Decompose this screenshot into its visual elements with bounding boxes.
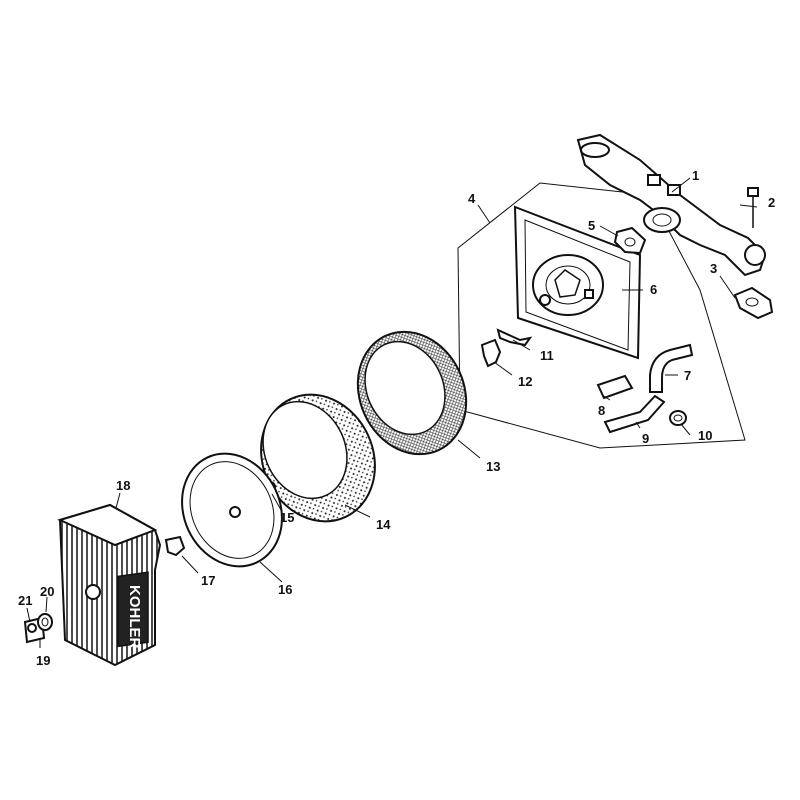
callout-7: 7 bbox=[684, 368, 691, 383]
brand-logo: KOHLER bbox=[126, 585, 143, 649]
bolt bbox=[747, 187, 759, 228]
tube-8 bbox=[596, 374, 634, 400]
callout-14: 14 bbox=[376, 517, 391, 532]
tube-9 bbox=[603, 394, 666, 434]
callout-16: 16 bbox=[278, 582, 292, 597]
callout-3: 3 bbox=[710, 261, 717, 276]
callout-6: 6 bbox=[650, 282, 657, 297]
callout-17: 17 bbox=[201, 573, 215, 588]
callout-15: 15 bbox=[280, 510, 294, 525]
cover-plate bbox=[181, 452, 283, 568]
elbow-hose bbox=[649, 343, 694, 393]
callout-8: 8 bbox=[598, 403, 605, 418]
callout-13: 13 bbox=[486, 459, 500, 474]
screw-21 bbox=[27, 623, 37, 633]
knob-17 bbox=[164, 535, 186, 557]
callout-9: 9 bbox=[642, 431, 649, 446]
housing-cover: KOHLER bbox=[57, 503, 162, 667]
callout-4: 4 bbox=[468, 191, 476, 206]
breather-gasket bbox=[613, 226, 647, 255]
clip-12 bbox=[480, 338, 502, 368]
callout-10: 10 bbox=[698, 428, 712, 443]
precleaner-ring bbox=[356, 330, 468, 456]
foam-element bbox=[260, 393, 376, 523]
callout-20: 20 bbox=[40, 584, 54, 599]
manifold-bracket bbox=[576, 133, 767, 277]
bracket-11 bbox=[496, 328, 533, 347]
callout-1: 1 bbox=[692, 168, 699, 183]
callout-18: 18 bbox=[116, 478, 130, 493]
callout-19: 19 bbox=[36, 653, 50, 668]
subassembly-outline bbox=[457, 182, 746, 449]
callout-21: 21 bbox=[18, 593, 32, 608]
leader-lines bbox=[26, 177, 758, 648]
callout-5: 5 bbox=[588, 218, 595, 233]
washer-20 bbox=[37, 613, 53, 631]
callout-11: 11 bbox=[540, 348, 554, 363]
callout-2: 2 bbox=[768, 195, 775, 210]
fitting-10 bbox=[669, 410, 687, 426]
callout-12: 12 bbox=[518, 374, 532, 389]
manifold-gasket bbox=[733, 286, 774, 320]
base-plate bbox=[513, 205, 642, 360]
